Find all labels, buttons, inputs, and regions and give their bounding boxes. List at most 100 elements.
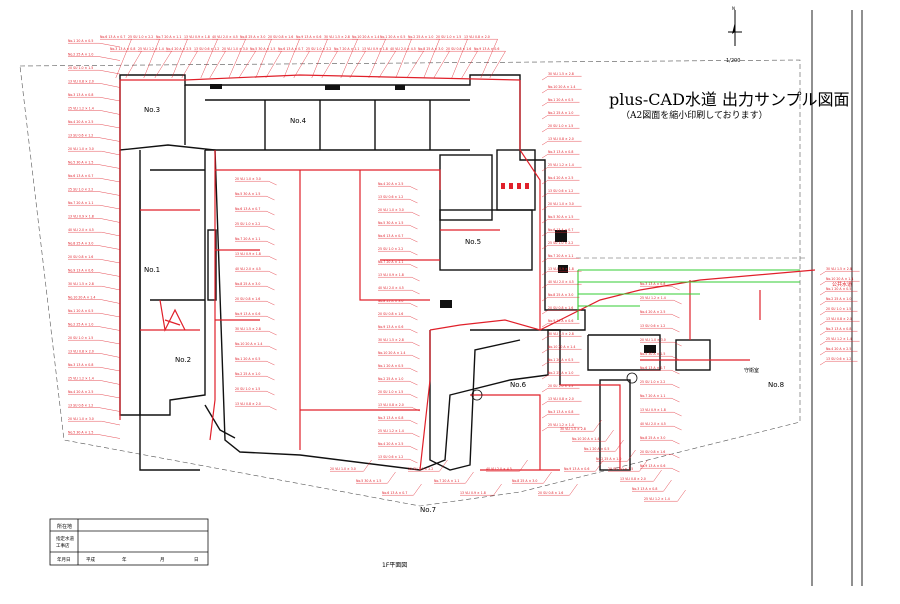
pipe-size-label: 40 VLI 2.0 × 4.5 [235,267,261,271]
pipe-size-label: 20 SU 0.8 × 1.6 [446,47,471,51]
label-leader-line [101,110,121,115]
label-leader-line [409,251,418,256]
pipe-size-label: No.6 13 A × 0.7 [548,228,573,232]
label-leader-line [671,286,680,291]
label-leader-line [238,51,256,79]
pipe-size-label: 20 SU 0.8 × 1.6 [548,306,573,310]
label-leader-line [125,51,142,79]
label-leader-line [409,381,418,386]
pipe-size-label: 30 VLI 1.5 × 2.8 [68,282,94,286]
tb-date-label: 年月日 [57,556,71,563]
pipe-size-label: No.9 13 A × 0.6 [640,464,665,468]
pipe-size-label: 13 VLI 0.8 × 2.0 [548,397,574,401]
label-leader-line [541,76,549,81]
pipe-size-label: 25 SU 1.0 × 2.2 [235,222,260,226]
label-leader-line [340,39,358,79]
label-leader-line [99,367,121,372]
label-leader-line [541,180,549,185]
pipe-size-label: No.5 30 A × 1.5 [68,161,93,165]
label-leader-line [99,434,121,439]
pipe-size-label: 13 SU 0.6 × 1.2 [68,134,93,138]
pipe-size-label: 20 SU 0.8 × 1.6 [378,312,403,316]
pipe-size-label: 13 VLI 0.8 × 2.0 [826,317,852,321]
label-leader-line [143,39,160,79]
pipe-size-label: 13 SU 0.6 × 1.2 [68,404,93,408]
pipe-size-label: 25 SU 1.0 × 2.2 [68,188,93,192]
label-leader-line [411,342,420,347]
label-leader-line [541,336,549,341]
new-pipe-runs [577,269,800,320]
label-leader-line [677,489,686,502]
pipe-size-label: No.3 13 A × 0.8 [68,93,93,97]
pipe-size-label: No.9 13 A × 0.6 [235,312,260,316]
label-leader-line [266,286,275,291]
pipe-size-label: No.7 20 A × 1.1 [334,47,359,51]
pipe-size-label: No.5 30 A × 1.5 [250,47,275,51]
label-leader-line [819,281,827,286]
pipe-size-label: No.4 20 A × 2.5 [640,310,665,314]
pipe-size-label: No.2 25 A × 1.0 [68,53,93,57]
label-leader-line [411,407,420,412]
label-leader-line [541,284,549,289]
pipe-size-label: No.9 13 A × 0.6 [474,47,499,51]
pipe-size-label: No.7 20 A × 1.1 [378,260,403,264]
pipe-size-label: 20 VLI 1.0 × 3.0 [68,147,94,151]
pipe-size-label: No.6 13 A × 0.7 [235,207,260,211]
label-leader-line [99,259,121,264]
pipe-size-label: No.7 20 A × 1.1 [640,394,665,398]
pipe-size-label: 13 VLI 0.8 × 2.0 [235,402,261,406]
label-leader-line [409,264,418,269]
pipe-size-label: No.7 20 A × 1.1 [156,35,181,39]
pipe-size-label: 25 SU 1.0 × 2.2 [640,380,665,384]
label-leader-line [411,277,420,282]
tb-contractor-label-b: 工事店 [56,542,70,549]
label-leader-line [99,272,121,277]
pipe-size-label: 40 VLI 2.0 × 4.5 [390,47,416,51]
guard-room-label: 守衛室 [744,367,759,374]
pipe-size-label: No.10 20 A × 1.4 [826,277,853,281]
label-leader-line [101,299,121,304]
pipe-size-label: No.8 25 A × 3.0 [548,293,573,297]
pipe-size-label: No.5 30 A × 1.5 [235,192,260,196]
pipe-size-label: No.5 30 A × 1.5 [68,431,93,435]
tb-year: 年 [122,556,127,563]
label-leader-line [519,459,528,472]
pipe-size-label: No.2 25 A × 1.0 [548,111,573,115]
pipe-size-label: 20 VLI 1.0 × 3.0 [235,177,261,181]
label-leader-line [595,459,604,472]
pipe-size-label: 20 SU 0.8 × 1.6 [538,491,563,495]
label-leader-line [99,43,121,48]
pipe-size-label: 13 VLI 0.9 × 1.8 [184,35,210,39]
label-leader-line [541,206,549,211]
building-label-no5: No.5 [465,238,481,246]
label-leader-line [541,362,549,367]
label-leader-line [321,51,338,79]
pipe-size-label: 25 VLI 1.2 × 1.4 [640,296,666,300]
pipe-size-label: No.1 20 A × 0.5 [548,98,573,102]
pipe-size-label: No.10 20 A × 1.4 [378,351,405,355]
pipe-size-label: No.5 30 A × 1.5 [548,215,573,219]
label-leader-line [671,370,680,375]
pipe-size-label: 13 VLI 0.9 × 1.8 [640,408,666,412]
label-leader-line [99,97,121,102]
pipe-size-label: No.10 20 A × 1.4 [572,437,599,441]
label-leader-line [409,303,418,308]
label-leader-line [409,446,418,451]
label-leader-line [461,51,478,79]
label-leader-line [171,39,188,79]
pipe-size-label: No.6 13 A × 0.7 [382,491,407,495]
pipe-size-label: 20 VLI 1.0 × 3.0 [378,208,404,212]
label-leader-line [387,471,396,484]
pipe-size-label: 25 SU 1.0 × 2.2 [408,467,433,471]
label-leader-line [409,199,418,204]
pipe-size-label: No.1 20 A × 0.5 [380,35,405,39]
pipe-size-label: No.9 13 A × 0.6 [296,35,321,39]
pipe-size-label: 30 VLI 1.5 × 2.8 [235,327,261,331]
pipe-size-label: No.10 20 A × 1.4 [68,296,95,300]
pipe-size-label: No.2 25 A × 1.0 [378,377,403,381]
pipe-size-label: No.10 20 A × 1.4 [548,345,575,349]
label-leader-line [541,375,549,380]
red-fixtures [501,183,529,189]
label-leader-line [541,323,549,328]
label-leader-line [541,388,549,393]
